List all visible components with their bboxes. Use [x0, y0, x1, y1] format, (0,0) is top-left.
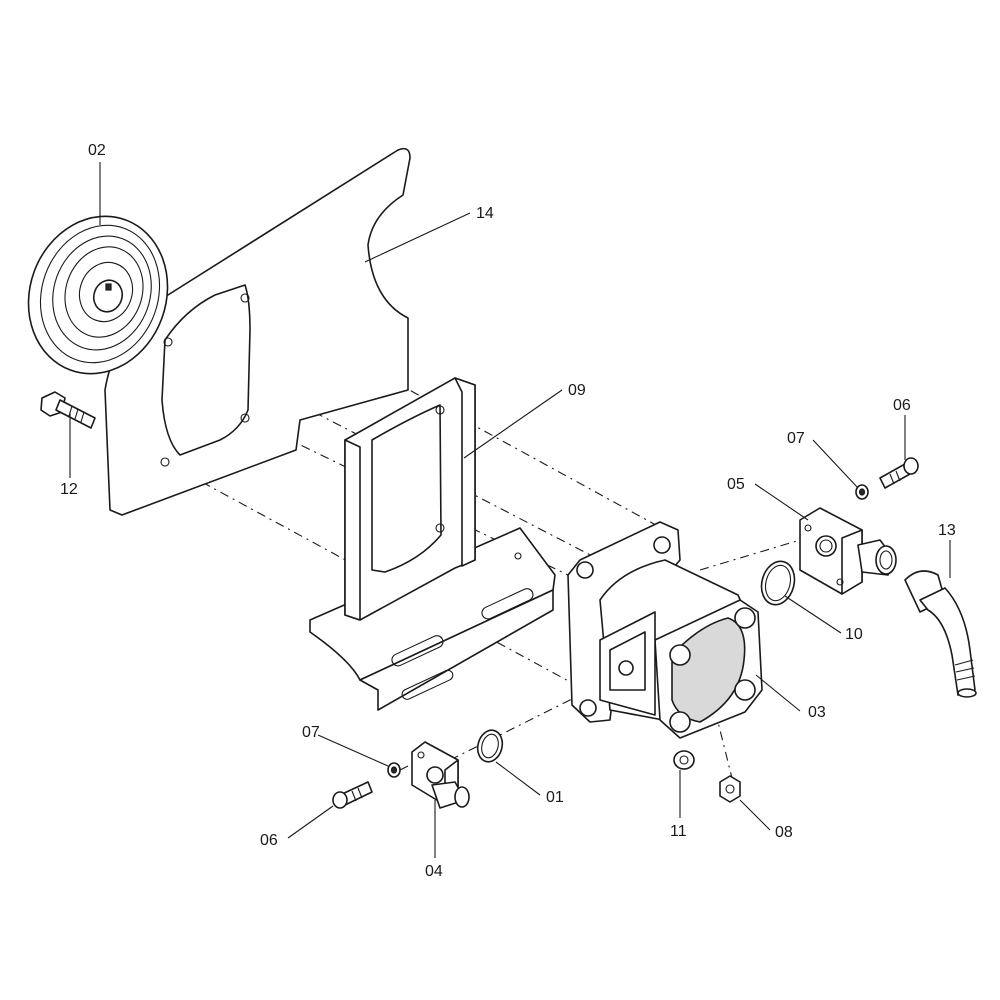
- callout-12: 12: [60, 481, 78, 498]
- callout-06-top: 06: [893, 397, 911, 414]
- leader-lines: [69, 162, 951, 858]
- screw-part-06-top: [879, 457, 919, 489]
- flange-fitting-part-05: [799, 507, 897, 595]
- callout-04: 04: [425, 863, 443, 880]
- bolt-part-12: [40, 391, 96, 429]
- washer-part-11: [673, 750, 695, 770]
- hose-fitting-part-13: [904, 570, 977, 698]
- callout-08: 08: [775, 824, 793, 841]
- o-ring-part-10: [760, 560, 796, 606]
- bracket-part-09: [309, 377, 556, 711]
- o-ring-part-01: [476, 729, 504, 763]
- callout-07-bottom: 07: [302, 724, 320, 741]
- flange-fitting-part-04: [411, 741, 470, 809]
- callout-09: 09: [568, 382, 586, 399]
- callout-14: 14: [476, 205, 494, 222]
- callout-02: 02: [88, 142, 106, 159]
- callout-13: 13: [938, 522, 956, 539]
- callout-10: 10: [845, 626, 863, 643]
- callout-01: 01: [546, 789, 564, 806]
- gear-pump-part-03: [567, 521, 763, 739]
- callout-05: 05: [727, 476, 745, 493]
- callout-06-bottom: 06: [260, 832, 278, 849]
- pulley-part-02: [27, 215, 169, 375]
- callout-03: 03: [808, 704, 826, 721]
- nut-part-08: [719, 775, 741, 803]
- callout-labels: 02 14 09 12 06 07 05 13 10 03 07 06 04 0…: [60, 142, 956, 880]
- callout-07-top: 07: [787, 430, 805, 447]
- callout-11: 11: [670, 823, 687, 840]
- washer-part-07-top: [855, 484, 869, 500]
- screw-part-06-bottom: [332, 781, 373, 809]
- washer-part-07-bottom: [387, 762, 401, 778]
